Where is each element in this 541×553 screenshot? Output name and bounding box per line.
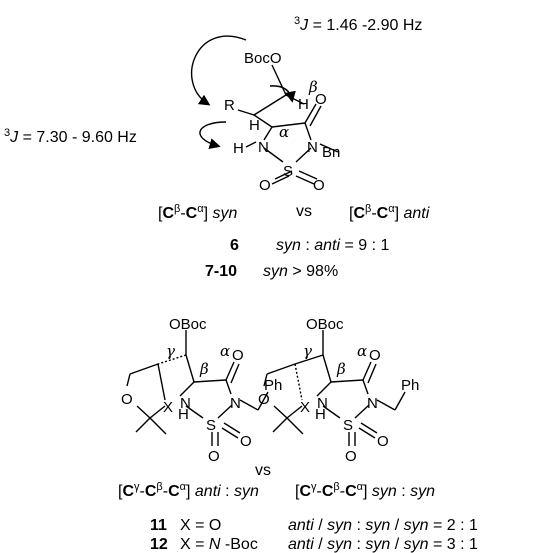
label-gamma: γ [166,342,175,360]
label-beta: β [308,78,318,96]
coupling-constant-lower: 3J = 7.30 - 9.60 Hz [4,127,137,146]
atom-n2: N [367,395,378,412]
group-oboc: OBoc [306,316,344,333]
molecule-top [191,35,339,185]
label-alpha: α [220,342,230,360]
vs-label-top: vs [296,203,312,220]
config-anti: [Cβ-Cα] anti [349,203,430,222]
atom-o-sulfonyl-1: O [345,448,357,465]
molecule-bottom-right-atoms: OBoc γ β α O Ph O X H N N S O O [258,316,419,465]
group-bn: Bn [322,144,340,161]
atom-boc-o: BocO [244,50,282,67]
atom-s: S [283,163,293,180]
molecule-bottom-left [126,330,269,446]
molecule-bottom-left-atoms: OBoc γ β α O Ph O X H N N S O O [121,316,282,465]
atom-n1: N [317,395,328,412]
coupling-constant-upper: 3J = 1.46 -2.90 Hz [294,15,423,34]
atom-o-carbonyl: O [232,347,244,364]
atom-x: X [163,399,173,416]
atom-s: S [206,417,216,434]
group-ph: Ph [401,377,419,394]
atom-o-carbonyl: O [315,91,327,108]
atom-x: X [300,399,310,416]
atom-r: R [224,97,235,114]
atom-o-ring: O [258,391,270,408]
label-gamma: γ [303,342,312,360]
label-alpha: α [279,123,289,141]
atom-o-sulfonyl-2: O [240,433,252,450]
atom-o-sulfonyl-1: O [259,177,271,194]
label-beta: β [336,360,346,378]
config-anti-syn: [Cγ-Cβ-Cα] anti : syn [118,481,259,500]
atom-o-sulfonyl-2: O [313,177,325,194]
atom-n1: N [180,395,191,412]
atom-n1: N [258,139,269,156]
atom-h-nh: H [233,140,244,157]
atom-n2: N [230,395,241,412]
atom-o-ring: O [121,391,133,408]
atom-h: H [315,406,326,423]
atom-h: H [178,406,189,423]
atom-s: S [343,417,353,434]
molecule-bottom-right [263,330,406,446]
atom-o-sulfonyl-1: O [208,448,220,465]
atom-n2: N [307,139,318,156]
molecule-top-atoms: BocO H β R H α O N N Bn H S O O [224,50,340,194]
atom-o-sulfonyl-2: O [377,433,389,450]
label-alpha: α [357,342,367,360]
atom-h-alpha: H [249,117,260,134]
config-syn: [Cβ-Cα] syn [158,203,238,222]
atom-h-beta: H [298,96,309,113]
group-ph: Ph [264,377,282,394]
group-oboc: OBoc [169,316,207,333]
label-beta: β [199,360,209,378]
vs-label-bottom: vs [255,462,271,479]
atom-o-carbonyl: O [369,347,381,364]
config-syn-syn: [Cγ-Cβ-Cα] syn : syn [295,481,436,500]
